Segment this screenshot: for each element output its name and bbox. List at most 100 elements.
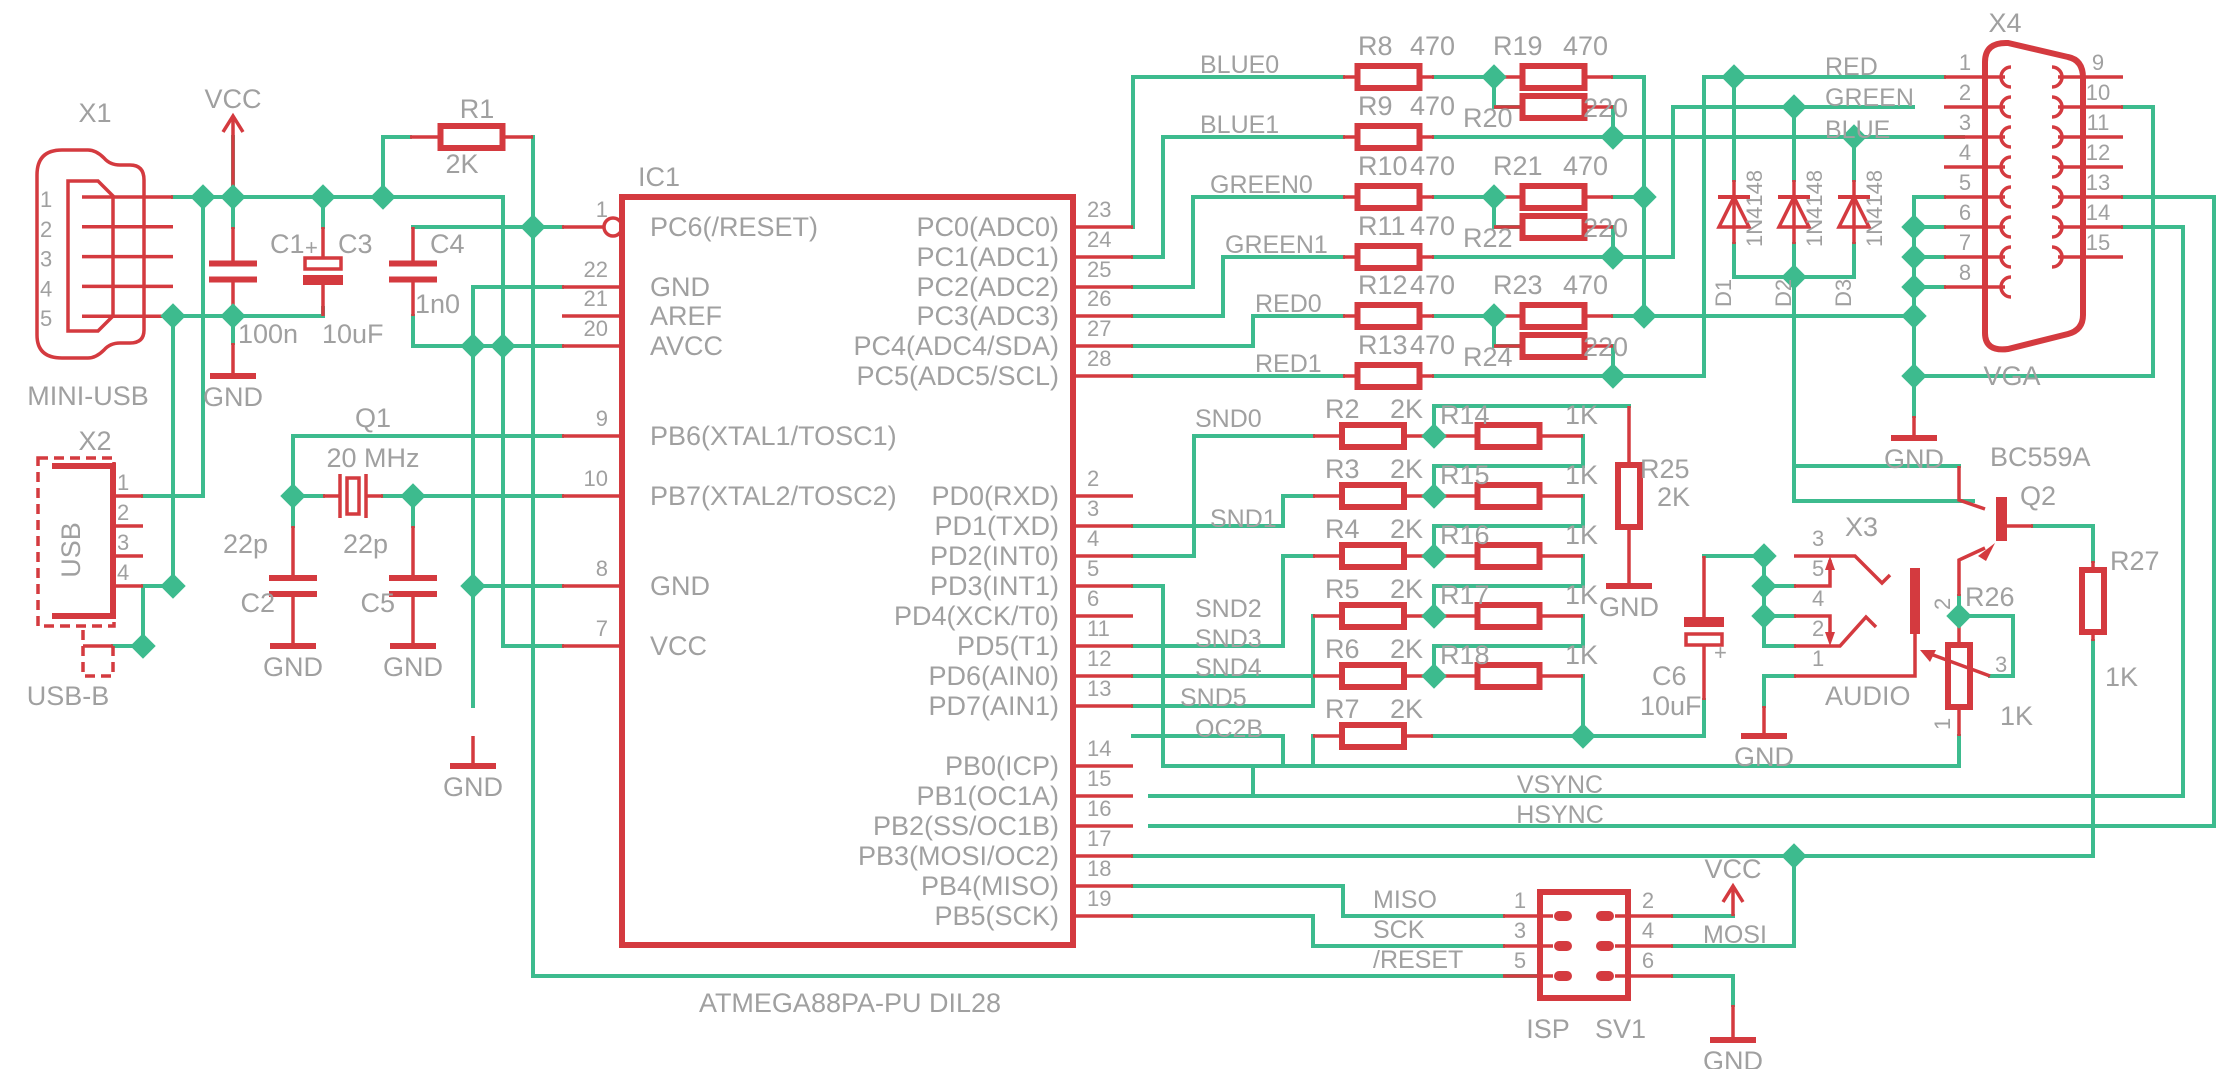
junction-dot	[1901, 274, 1927, 300]
red-net-label: RED	[1825, 53, 1878, 81]
ic1-pin-number: 28	[1087, 346, 1111, 371]
wire	[1131, 554, 1315, 648]
wire	[381, 195, 564, 648]
c5-value: 22p	[343, 529, 388, 559]
video-res-b-ref: R19	[1493, 31, 1543, 61]
ic1-pin-name: PB3(MOSI/OC2)	[858, 841, 1059, 871]
vga-pin-number: 12	[2086, 140, 2110, 165]
junction-dot	[1901, 363, 1927, 389]
video-res-b2-value: 220	[1583, 93, 1628, 123]
pin-line	[1794, 614, 1878, 648]
vcc-label-isp: VCC	[1704, 854, 1761, 884]
x2-value: USB-B	[27, 681, 110, 711]
isp-pin-number: 1	[1514, 888, 1526, 913]
pin-line	[1957, 546, 1986, 596]
isp-pin-pad	[1554, 911, 1572, 921]
sound-res-a-value: 2K	[1390, 514, 1423, 544]
ic1-pin-number: 2	[1087, 466, 1099, 491]
ic1-pin-name: PC3(ADC3)	[916, 301, 1059, 331]
isp-pin-pad	[1596, 941, 1614, 951]
junction-dot	[220, 184, 246, 210]
ic1-pin-name: PC4(ADC4/SDA)	[853, 331, 1059, 361]
junction-dot	[160, 303, 186, 329]
junction-dot	[1631, 303, 1657, 329]
wire	[1671, 974, 1735, 1007]
wire	[1148, 195, 2216, 828]
junction-dot	[1901, 244, 1927, 270]
wire	[1131, 494, 1315, 528]
junction-dot	[1600, 124, 1626, 150]
c1-capacitor	[209, 276, 257, 283]
video-resistor-b	[1519, 183, 1588, 211]
r26-pin-number: 2	[1930, 598, 1955, 610]
wire	[1432, 494, 1585, 558]
junction-dot	[370, 184, 396, 210]
hsync-label: HSYNC	[1516, 801, 1604, 829]
video-res-b-value: 470	[1563, 270, 1608, 300]
vga-connector-body	[1982, 39, 2086, 353]
junction-dot	[130, 633, 156, 659]
c1-capacitor	[209, 260, 257, 267]
gnd-c1: GND	[203, 382, 263, 412]
ic1-pin-name: PD1(TXD)	[934, 511, 1059, 541]
x1-pin-number: 3	[40, 247, 52, 272]
diode-value: 1N4148	[1742, 170, 1767, 247]
vga-pin-number: 6	[1959, 200, 1971, 225]
vga-pin-number: 3	[1959, 110, 1971, 135]
sound-res-b-value: 1K	[1565, 580, 1598, 610]
vga-ref: X4	[1988, 8, 2021, 38]
c4-ref: C4	[430, 229, 465, 259]
c2-value: 22p	[223, 529, 268, 559]
sound-res-b-ref: R14	[1440, 400, 1490, 430]
sound-res-b-ref: R15	[1440, 460, 1490, 490]
sound-res-a-value: 2K	[1390, 454, 1423, 484]
wires	[111, 75, 2216, 1007]
video-res-b-ref: R23	[1493, 270, 1543, 300]
q1-value: 20 MHz	[326, 443, 419, 473]
ic1-pin-number: 12	[1087, 646, 1111, 671]
wire	[1432, 434, 1585, 498]
wire	[1792, 275, 1961, 468]
wire	[1131, 255, 1345, 318]
ic1-pin-name: PC5(ADC5/SCL)	[856, 361, 1059, 391]
ic1-pin-number: 20	[584, 316, 608, 341]
gnd-isp: GND	[1703, 1046, 1763, 1069]
sound-net-label: SND0	[1195, 405, 1262, 433]
isp-net-label: MISO	[1373, 886, 1437, 914]
diode-triangle	[1776, 193, 1812, 229]
sound-res-a-value: 2K	[1390, 574, 1423, 604]
diode-triangle	[1716, 193, 1752, 229]
x1-value: MINI-USB	[27, 381, 149, 411]
video-net-label: BLUE0	[1200, 51, 1279, 79]
wire	[1131, 75, 1345, 229]
video-res-b-value: 470	[1563, 151, 1608, 181]
ic1-pin-name: PB2(SS/OC1B)	[873, 811, 1059, 841]
ic1-pin-name: GND	[650, 272, 710, 302]
video-res-a-ref: R9	[1358, 91, 1393, 121]
x3-pin-number: 1	[1812, 646, 1824, 671]
usb-b-body	[52, 463, 116, 619]
gnd-r25: GND	[1599, 592, 1659, 622]
ic1-pin-name: PB7(XTAL2/TOSC2)	[650, 481, 897, 511]
ic1-pin-name: VCC	[650, 631, 707, 661]
ic1-pin-number: 19	[1087, 886, 1111, 911]
sound-net-label: SND1	[1210, 505, 1277, 533]
ic1-pin-number: 17	[1087, 826, 1111, 851]
ic1-pin-name: PD4(XCK/T0)	[894, 601, 1059, 631]
junction-dot	[1721, 64, 1747, 90]
sound-res-b-value: 1K	[1565, 460, 1598, 490]
junction-dot	[1570, 723, 1596, 749]
wire	[1148, 225, 2185, 798]
r26-wiper	[1924, 650, 1991, 678]
ic1-pin-number: 16	[1087, 796, 1111, 821]
sound-net-label: OC2B	[1195, 715, 1263, 743]
video-res-a-value: 470	[1410, 211, 1455, 241]
vcc-arrow	[1721, 882, 1745, 903]
vga-value: VGA	[1983, 361, 2040, 391]
r27-value: 1K	[2105, 662, 2138, 692]
isp-mosi-label: MOSI	[1703, 921, 1767, 949]
ic1-pin-name: PC0(ADC0)	[916, 212, 1059, 242]
ic1-pin-name: PD5(T1)	[957, 631, 1059, 661]
wire	[111, 584, 145, 648]
